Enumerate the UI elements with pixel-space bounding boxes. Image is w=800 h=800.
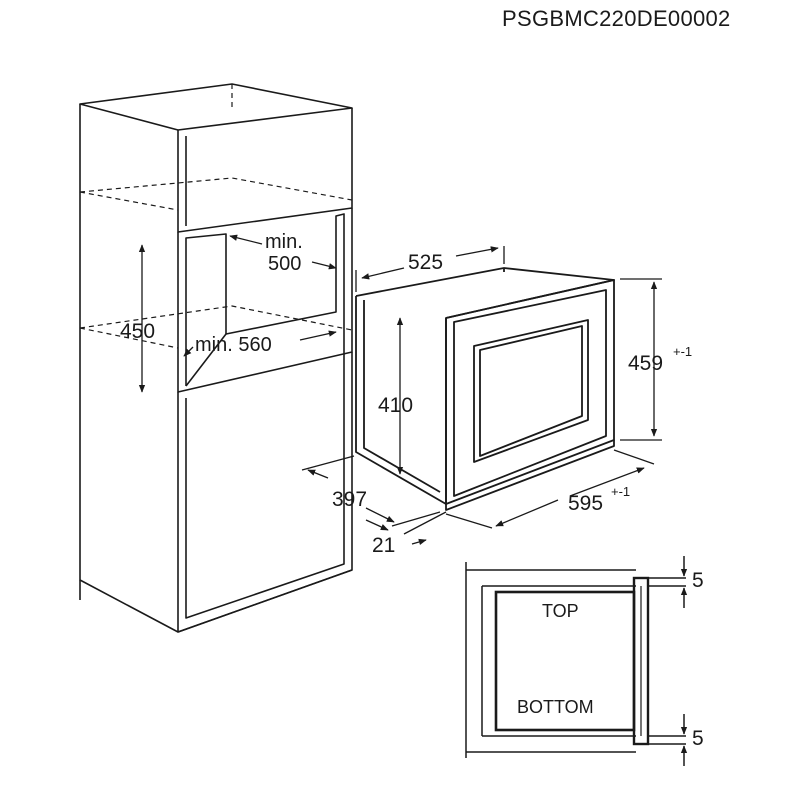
dim-front-width: 595 bbox=[568, 492, 603, 515]
dim-niche-width-line-1 bbox=[183, 346, 194, 357]
dim-niche-depth-line-1 bbox=[229, 234, 263, 245]
dim-front-height: 459 bbox=[628, 352, 663, 375]
appliance-side-inner bbox=[363, 300, 441, 493]
dim-niche-width: min. 560 bbox=[195, 334, 272, 356]
dim-offset-line-2 bbox=[365, 519, 389, 531]
section-top-gap: 5 bbox=[692, 569, 704, 592]
section-view bbox=[465, 556, 688, 766]
cabinet-hidden-edges bbox=[79, 84, 353, 349]
dim-niche-depth: 500 bbox=[268, 253, 301, 275]
cabinet-drawing bbox=[79, 83, 353, 633]
dim-width-line-1 bbox=[569, 467, 645, 497]
dim-front-width-tolerance: +-1 bbox=[611, 484, 630, 499]
dim-front-offset: 21 bbox=[372, 534, 395, 557]
appliance-drawing bbox=[355, 267, 615, 511]
dim-niche-depth-min: min. bbox=[265, 231, 303, 253]
dim-niche-depth-line-2 bbox=[311, 261, 337, 270]
dim-depth-line-1 bbox=[361, 267, 405, 280]
section-bottom-gap: 5 bbox=[692, 727, 704, 750]
dim-width-line-2 bbox=[495, 499, 559, 527]
dim-side-line-2 bbox=[365, 507, 395, 523]
dim-offset-ext bbox=[403, 511, 447, 535]
appliance-top bbox=[355, 267, 615, 319]
cabinet-top bbox=[79, 83, 353, 131]
dim-depth-line-2 bbox=[455, 246, 499, 257]
dim-width-ext-1 bbox=[613, 449, 655, 465]
cabinet-dimensions bbox=[138, 234, 337, 393]
dim-side-ext-1 bbox=[301, 455, 355, 471]
dim-side-line-1 bbox=[307, 469, 329, 479]
dim-height: 410 bbox=[378, 394, 413, 417]
cabinet-niche-frame bbox=[177, 208, 353, 393]
dim-niche-width-line-2 bbox=[299, 330, 337, 341]
cabinet-lower-panel-inner bbox=[185, 356, 345, 619]
dim-side-ext-2 bbox=[391, 511, 441, 527]
cabinet-left-side bbox=[79, 104, 179, 633]
dim-width-ext-2 bbox=[445, 513, 493, 529]
cabinet-plinth bbox=[79, 569, 353, 633]
appliance-bottom-edge bbox=[445, 440, 615, 511]
appliance-dimensions bbox=[301, 246, 662, 546]
dim-niche-height: 450 bbox=[120, 320, 155, 343]
appliance-front-inner bbox=[453, 289, 607, 497]
document-code: PSGBMC220DE00002 bbox=[502, 6, 731, 31]
section-top-label: TOP bbox=[542, 601, 579, 621]
dim-front-height-tolerance: +-1 bbox=[673, 344, 692, 359]
appliance-window bbox=[473, 319, 589, 463]
section-front-panel bbox=[632, 576, 650, 746]
appliance-window-inner bbox=[479, 325, 583, 457]
section-bottom-label: BOTTOM bbox=[517, 697, 594, 717]
cabinet-lower-panel bbox=[177, 352, 353, 633]
dim-side-depth: 397 bbox=[332, 488, 367, 511]
dim-depth: 525 bbox=[408, 251, 443, 274]
dim-offset-line-1 bbox=[411, 538, 427, 546]
cabinet-niche-inner bbox=[185, 213, 345, 386]
cabinet-niche-floor bbox=[185, 333, 227, 387]
cabinet-upper-panel bbox=[177, 108, 353, 233]
